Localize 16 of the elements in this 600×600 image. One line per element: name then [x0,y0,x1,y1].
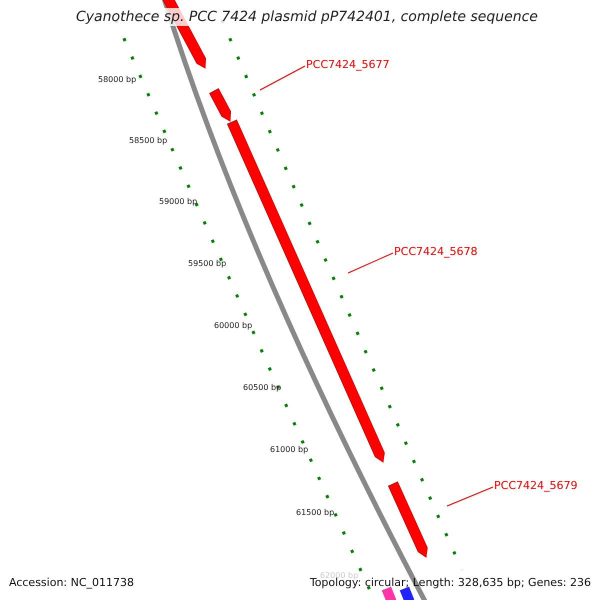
gene-label: PCC7424_5679 [494,480,578,491]
scale-label: 59500 bp [188,260,226,268]
scale-label: 58000 bp [98,76,136,84]
gene-label: PCC7424_5678 [394,246,478,257]
scale-label: 61500 bp [296,509,334,517]
scale-label: 60500 bp [243,384,282,392]
scale-label: 60000 bp [214,322,252,330]
leader-line [348,252,394,274]
leader-line [446,486,494,506]
leader-line [260,66,306,90]
gene-label: PCC7424_5677 [306,59,390,70]
scale-label: 58500 bp [129,137,168,145]
info-text: Accession: NC_011738 [9,577,134,588]
info-text: Topology: circular; Length: 328,635 bp; Genes: 236 [310,577,591,588]
scale-label: 59000 bp [159,198,198,206]
scale-label: 61000 bp [270,446,308,454]
